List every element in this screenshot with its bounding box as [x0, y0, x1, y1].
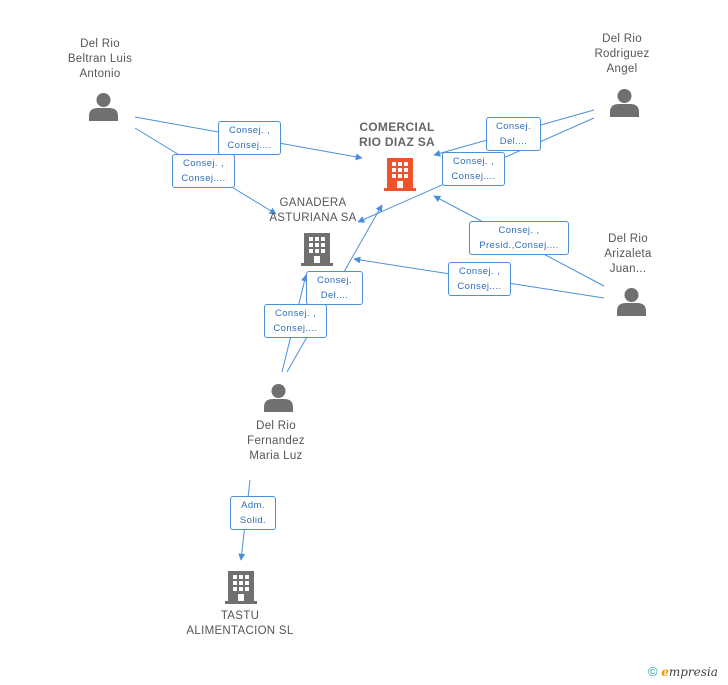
empresia-logo[interactable]: empresia [661, 665, 718, 679]
person-icon[interactable] [264, 383, 293, 413]
person-icon[interactable] [89, 92, 118, 122]
edge-label-rodriguez-ganadera[interactable]: Consej. , Consej.... [442, 152, 505, 186]
edge-label-fernandez-ganadera[interactable]: Consej. , Consej.... [264, 304, 327, 338]
edge-label-arizaleta-ganadera[interactable]: Consej. , Consej.... [448, 262, 511, 296]
building-icon[interactable] [225, 569, 257, 605]
person-icon[interactable] [610, 88, 639, 118]
person-label-beltran[interactable]: Del Rio Beltran Luis Antonio [67, 38, 133, 80]
copyright-icon: © [648, 664, 658, 679]
building-icon[interactable] [384, 156, 416, 192]
edge-label-beltran-comercial[interactable]: Consej. , Consej.... [218, 121, 281, 155]
edge-label-fernandez-tastu[interactable]: Adm. Solid. [230, 496, 276, 530]
building-icon[interactable] [301, 231, 333, 267]
edge-label-rodriguez-comercial[interactable]: Consej. Del.... [486, 117, 541, 151]
person-label-rodriguez[interactable]: Del Rio Rodriguez Angel [594, 33, 650, 75]
edge-label-arizaleta-comercial[interactable]: Consej. , Presid.,Consej.... [469, 221, 569, 255]
company-label-tastu[interactable]: TASTU ALIMENTACION SL [186, 610, 294, 637]
person-icon[interactable] [617, 287, 646, 317]
edge-label-fernandez-comercial[interactable]: Consej. Del.... [306, 271, 363, 305]
person-label-fernandez[interactable]: Del Rio Fernandez Maria Luz [247, 420, 305, 462]
edge-label-beltran-ganadera[interactable]: Consej. , Consej.... [172, 154, 235, 188]
person-label-arizaleta[interactable]: Del Rio Arizaleta Juan... [604, 233, 652, 275]
company-label-comercial[interactable]: COMERCIAL RIO DIAZ SA [359, 120, 435, 149]
company-label-ganadera[interactable]: GANADERA ASTURIANA SA [269, 197, 357, 224]
empresia-footer: © empresia [648, 664, 718, 679]
